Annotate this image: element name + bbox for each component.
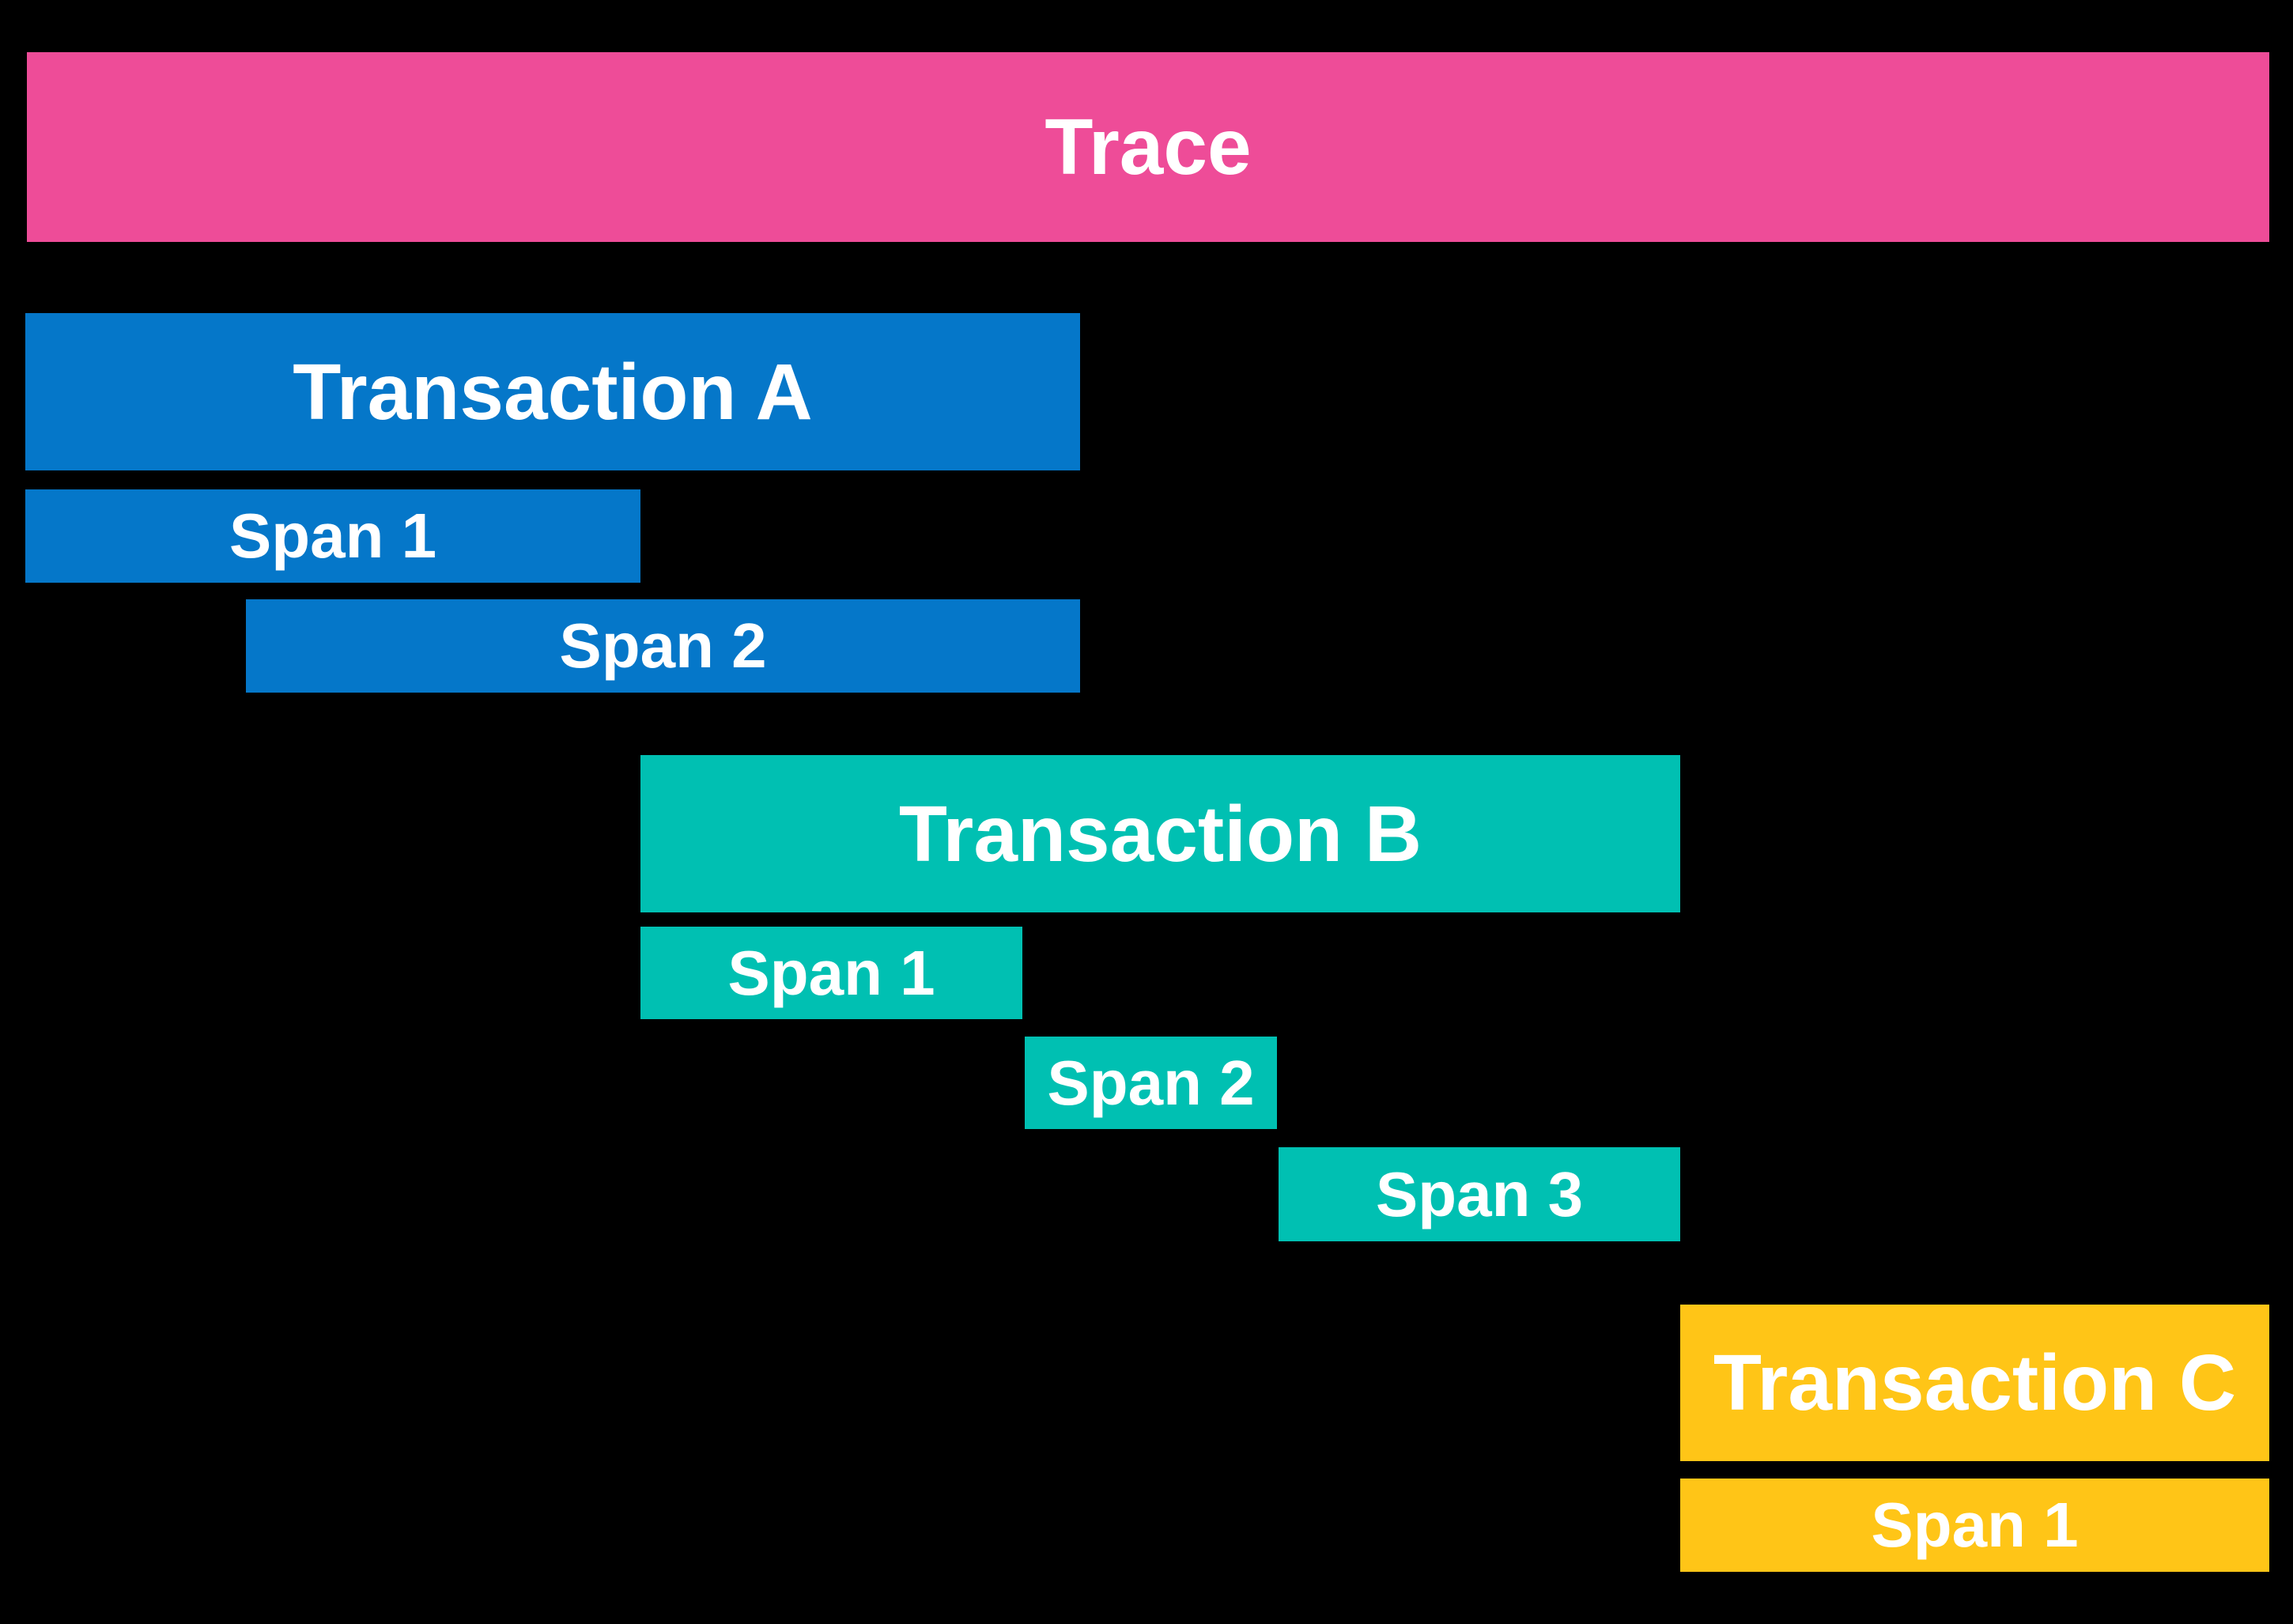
transaction-b-span-3-label: Span 3 [1375,1158,1584,1229]
transaction-a-span-2-label: Span 2 [559,610,767,681]
transaction-a-span-1-bar: Span 1 [25,489,640,583]
transaction-b-span-1-bar: Span 1 [640,927,1022,1019]
trace-label: Trace [1045,103,1252,191]
transaction-c-bar: Transaction C [1680,1305,2269,1461]
transaction-b-span-1-label: Span 1 [727,937,935,1008]
transaction-a-label: Transaction A [293,347,813,436]
transaction-c-label: Transaction C [1713,1339,2237,1427]
transaction-b-bar: Transaction B [640,755,1680,912]
transaction-b-span-2-label: Span 2 [1047,1047,1255,1118]
trace-bar: Trace [27,52,2269,242]
transaction-c-span-1-label: Span 1 [1871,1490,2079,1560]
transaction-b-span-2-bar: Span 2 [1025,1037,1277,1129]
transaction-a-span-1-label: Span 1 [229,500,437,571]
transaction-c-span-1-bar: Span 1 [1680,1479,2269,1572]
transaction-a-bar: Transaction A [25,313,1080,470]
transaction-a-span-2-bar: Span 2 [246,599,1080,693]
transaction-b-label: Transaction B [898,789,1422,878]
transaction-b-span-3-bar: Span 3 [1279,1147,1680,1241]
